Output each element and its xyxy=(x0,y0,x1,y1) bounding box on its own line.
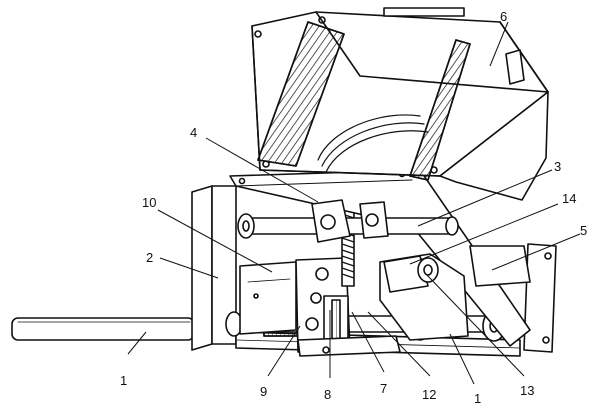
upper-shaft xyxy=(237,199,459,243)
left-rod xyxy=(11,317,195,341)
wafer-cassette xyxy=(251,7,549,201)
callout-8: 8 xyxy=(324,387,332,402)
callout-3: 3 xyxy=(554,159,562,174)
callout-4: 4 xyxy=(190,125,198,140)
gear-bracket xyxy=(295,257,351,353)
motor-block xyxy=(239,261,297,335)
callout-13: 13 xyxy=(520,383,535,398)
callout-14: 14 xyxy=(562,191,577,206)
callout-12: 12 xyxy=(422,387,437,402)
right-plate xyxy=(523,243,557,353)
leader-lines xyxy=(127,21,581,385)
side-bracket xyxy=(379,245,531,341)
callout-5: 5 xyxy=(580,223,588,238)
left-plate xyxy=(191,185,237,351)
callout-1-lower-shaft: 1 xyxy=(474,391,482,406)
callout-6: 6 xyxy=(500,9,508,24)
callout-9: 9 xyxy=(260,384,268,399)
base-bracket xyxy=(297,335,401,357)
callout-10: 10 xyxy=(142,195,157,210)
callout-1-left-rod: 1 xyxy=(120,373,128,388)
callout-2: 2 xyxy=(146,250,154,265)
callout-7: 7 xyxy=(380,381,388,396)
